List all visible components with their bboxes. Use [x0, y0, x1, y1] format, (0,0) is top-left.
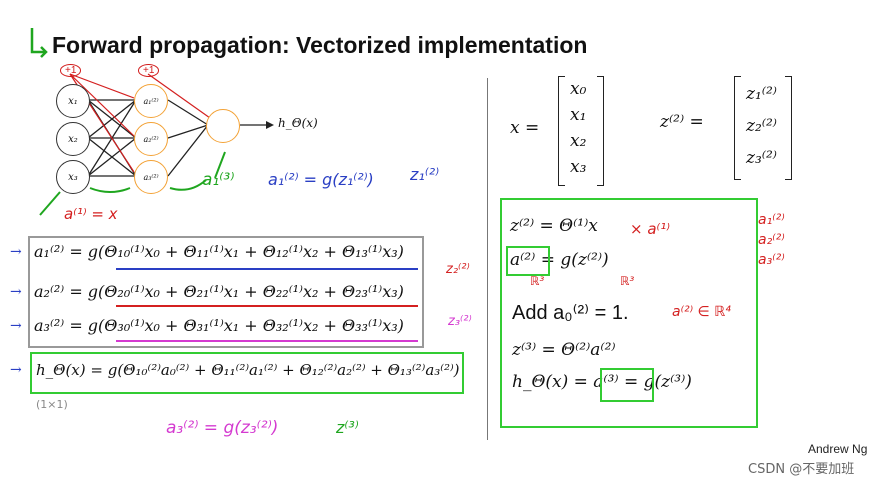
annotation-a3-g: a₃⁽²⁾ = g(z₃⁽²⁾) [166, 418, 279, 438]
z-vector-lhs: z⁽²⁾ = [660, 112, 704, 132]
input-node-1-label: x₁ [68, 95, 78, 107]
annotation-r3-a: ℝ³ [530, 274, 545, 288]
arrow-icon-row4: → [10, 362, 22, 378]
step-a2: a⁽²⁾ = g(z⁽²⁾) [510, 250, 609, 270]
bracket-left [734, 76, 741, 180]
x-vector-entries: x₀ x₁ x₂ x₃ [570, 76, 586, 180]
annotation-a1-g: a₁⁽²⁾ = g(z₁⁽²⁾) [268, 170, 374, 189]
vertical-divider [487, 78, 488, 440]
hidden-node-1-label: a₁⁽²⁾ [143, 96, 159, 106]
bias-unit-input: +1 [60, 64, 82, 77]
arrow-icon-row3: → [10, 318, 22, 334]
input-node-3: x₃ [56, 160, 90, 194]
network-diagram: +1 +1 x₁ x₂ x₃ a₁⁽²⁾ a₂⁽²⁾ a₃⁽²⁾ h_Θ(x) [30, 60, 330, 220]
hidden-node-3: a₃⁽²⁾ [134, 160, 168, 194]
arrow-icon-row1: → [10, 244, 22, 260]
annotation-a-r4: a⁽²⁾ ∈ ℝ⁴ [672, 304, 731, 320]
annotation-dims: (1×1) [36, 398, 68, 411]
hidden-node-1: a₁⁽²⁾ [134, 84, 168, 118]
output-node [206, 109, 240, 143]
watermark: CSDN @不要加班 [748, 462, 855, 477]
arrow-icon-row2: → [10, 284, 22, 300]
step-add-bias: Add a₀⁽²⁾ = 1. [512, 302, 629, 324]
green-box-output-equation [30, 352, 464, 394]
equation-a3: a₃⁽²⁾ = g(Θ₃₀⁽¹⁾x₀ + Θ₃₁⁽¹⁾x₁ + Θ₃₂⁽¹⁾x₂… [34, 316, 404, 335]
green-box-steps [500, 198, 758, 428]
x-entry-2: x₂ [570, 131, 587, 151]
bracket-left [558, 76, 565, 186]
network-edges [39, 73, 274, 216]
green-check-mark [28, 26, 50, 60]
slide-title: Forward propagation: Vectorized implemen… [52, 32, 588, 58]
x-vector-lhs: x = [510, 118, 540, 138]
bracket-right [597, 76, 604, 186]
z-entry-2: z₂⁽²⁾ [746, 116, 777, 136]
step-z2: z⁽²⁾ = Θ⁽¹⁾x [510, 216, 598, 236]
input-node-3-label: x₃ [68, 171, 78, 183]
x-vector: x₀ x₁ x₂ x₃ [558, 76, 604, 186]
output-label: h_Θ(x) [278, 116, 318, 130]
annotation-z2-2: z₂⁽²⁾ [446, 262, 470, 277]
annotation-a-stack: a₁⁽²⁾ a₂⁽²⁾ a₃⁽²⁾ [758, 212, 785, 268]
annotation-a1-eq-x: a⁽¹⁾ = x [64, 205, 118, 223]
hidden-node-2: a₂⁽²⁾ [134, 122, 168, 156]
input-node-2-label: x₂ [68, 133, 78, 145]
x-entry-0: x₀ [570, 79, 587, 99]
green-box-a2 [506, 246, 550, 276]
equation-a1: a₁⁽²⁾ = g(Θ₁₀⁽¹⁾x₀ + Θ₁₁⁽¹⁾x₁ + Θ₁₂⁽¹⁾x₂… [34, 242, 404, 261]
underline-blue [116, 268, 418, 270]
step-z3: z⁽³⁾ = Θ⁽²⁾a⁽²⁾ [512, 340, 616, 360]
z-vector: z₁⁽²⁾ z₂⁽²⁾ z₃⁽²⁾ [734, 76, 792, 180]
annotation-z3: z⁽³⁾ [336, 418, 359, 437]
annotation-z1-2: z₁⁽²⁾ [410, 165, 440, 184]
input-node-1: x₁ [56, 84, 90, 118]
equation-h: h_Θ(x) = g(Θ₁₀⁽²⁾a₀⁽²⁾ + Θ₁₁⁽²⁾a₁⁽²⁾ + Θ… [36, 361, 460, 379]
underline-red [116, 305, 418, 307]
hidden-node-3-label: a₃⁽²⁾ [143, 172, 159, 182]
annotation-r3-b: ℝ³ [620, 274, 635, 288]
green-box-a3 [600, 368, 654, 402]
hidden-node-2-label: a₂⁽²⁾ [143, 134, 159, 144]
x-entry-1: x₁ [570, 105, 587, 125]
z-vector-entries: z₁⁽²⁾ z₂⁽²⁾ z₃⁽²⁾ [746, 78, 777, 174]
underline-magenta [116, 340, 418, 342]
author-credit: Andrew Ng [808, 442, 868, 456]
annotation-z3-2: z₃⁽²⁾ [448, 314, 472, 329]
bias-unit-hidden: +1 [138, 64, 160, 77]
equation-a2: a₂⁽²⁾ = g(Θ₂₀⁽¹⁾x₀ + Θ₂₁⁽¹⁾x₁ + Θ₂₂⁽¹⁾x₂… [34, 282, 404, 301]
bracket-right [785, 76, 792, 180]
grey-box-equations [28, 236, 424, 348]
z-entry-3: z₃⁽²⁾ [746, 148, 777, 168]
input-node-2: x₂ [56, 122, 90, 156]
z-entry-1: z₁⁽²⁾ [746, 84, 777, 104]
x-entry-3: x₃ [570, 157, 587, 177]
annotation-a3-1: a₁⁽³⁾ [202, 170, 235, 190]
annotation-theta-a1: × a⁽¹⁾ [630, 220, 670, 238]
